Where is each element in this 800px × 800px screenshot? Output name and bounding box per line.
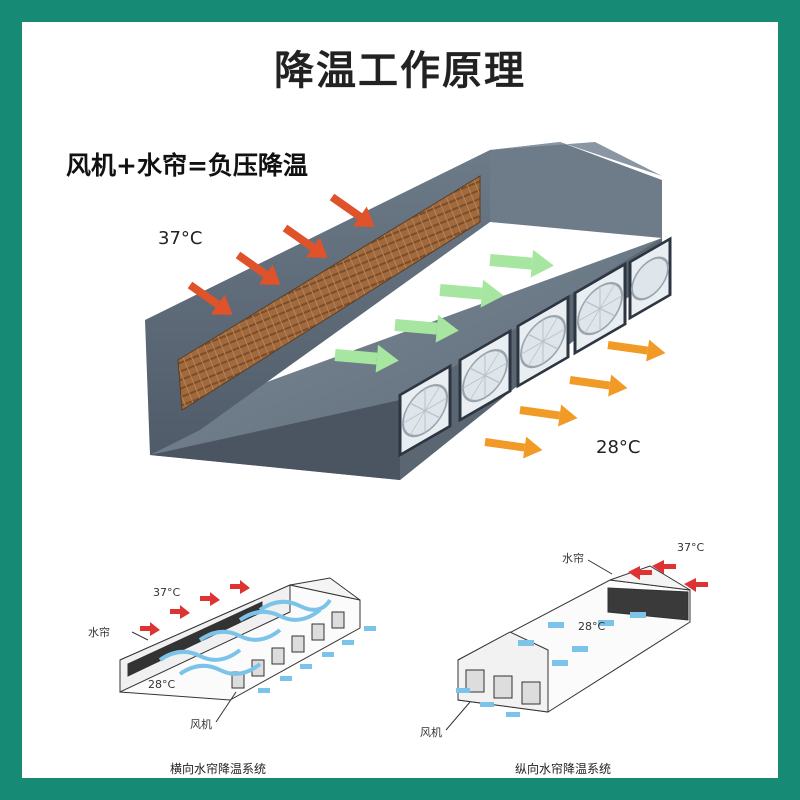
end-gable — [490, 142, 662, 238]
left-curtain-label: 水帘 — [88, 624, 110, 640]
right-outlet-temperature: 28°C — [578, 620, 605, 633]
left-mini-diagram — [120, 578, 376, 722]
inlet-temperature: 37°C — [158, 228, 202, 249]
left-outlet-temperature: 28°C — [148, 678, 175, 691]
right-inlet-temperature: 37°C — [677, 541, 704, 554]
exhaust-arrow — [483, 431, 543, 461]
left-fan-label: 风机 — [190, 716, 212, 732]
exhaust-arrow — [518, 399, 578, 429]
right-fan-label: 风机 — [420, 724, 442, 740]
cool-arrow — [489, 246, 555, 279]
right-mini-diagram — [446, 560, 708, 730]
exhaust-arrow — [568, 369, 628, 399]
exhaust-arrow — [606, 334, 666, 364]
outlet-temperature: 28°C — [596, 437, 640, 458]
right-caption: 纵向水帘降温系统 — [515, 760, 611, 777]
left-caption: 横向水帘降温系统 — [170, 760, 266, 777]
left-inlet-temperature: 37°C — [153, 586, 180, 599]
right-curtain-label: 水帘 — [562, 550, 584, 566]
